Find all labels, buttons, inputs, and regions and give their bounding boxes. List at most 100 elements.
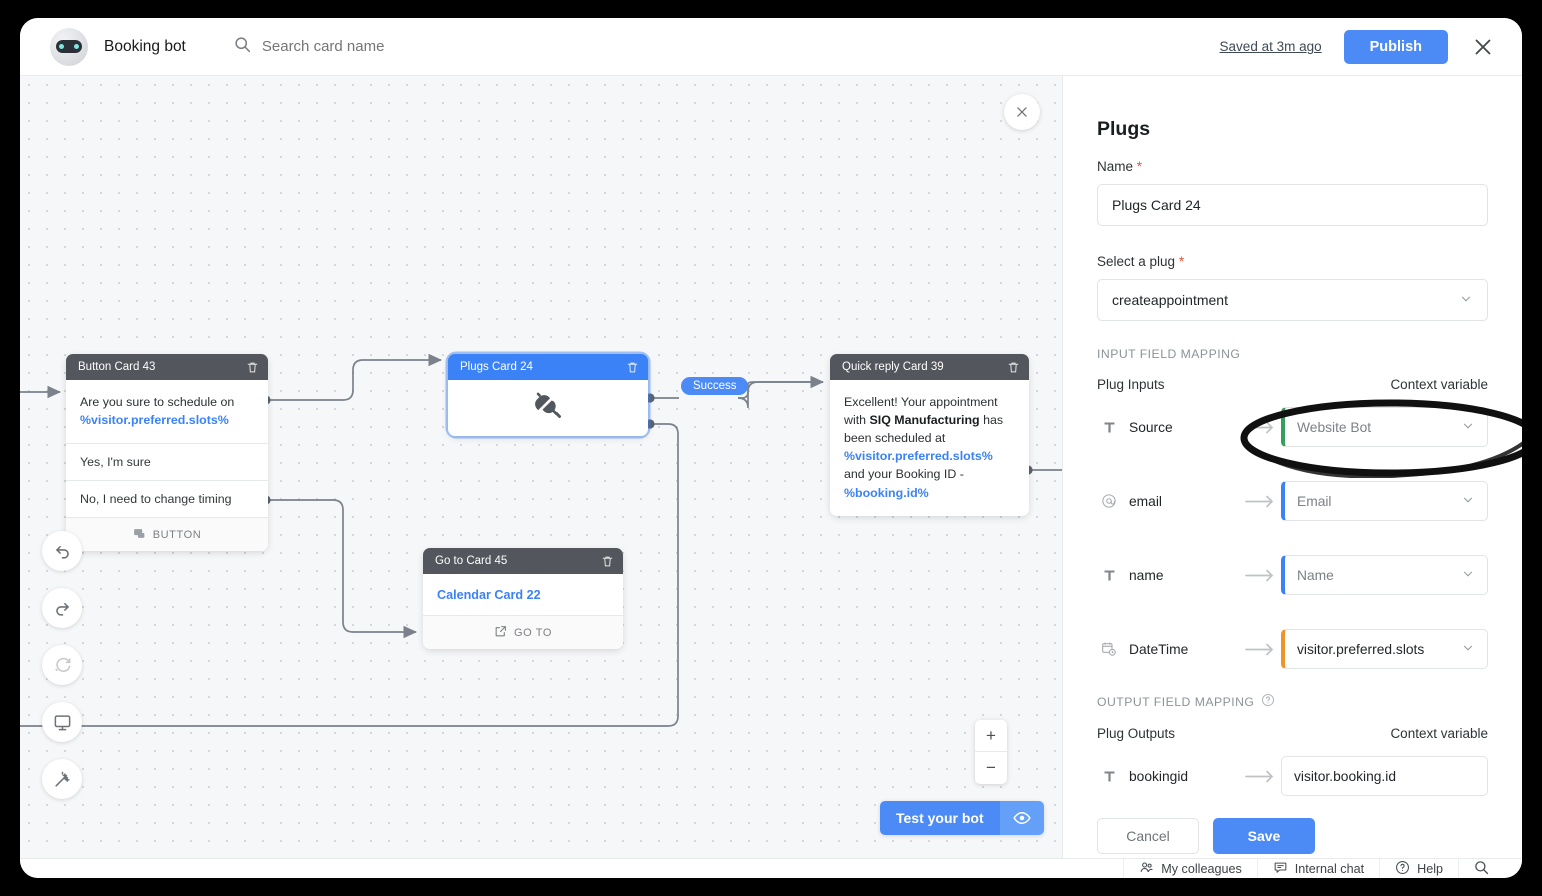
chevron-down-icon [1459,292,1473,309]
plug-inputs-label: Plug Inputs [1097,377,1165,392]
message-text: and your Booking ID - [844,467,964,482]
my-colleagues-button[interactable]: My colleagues [1123,858,1257,878]
search-box[interactable] [234,36,582,58]
context-variable-label: Context variable [1390,726,1488,741]
arrow-right-icon [1239,770,1281,783]
input-field-name: name [1129,567,1164,583]
people-icon [1139,860,1154,878]
flow-card-quick-reply[interactable]: Quick reply Card 39 Excellent! Your appo… [830,354,1029,516]
context-variable-select-email[interactable]: Email [1281,481,1488,521]
success-label: Success [681,377,749,395]
card-header: Go to Card 45 [423,548,623,574]
context-variable-select-name[interactable]: Name [1281,555,1488,595]
card-body: Are you sure to schedule on %visitor.pre… [66,380,268,552]
canvas-close-icon[interactable] [1004,94,1040,130]
arrow-right-icon [1239,495,1281,508]
input-map-row-email: email Email [1097,481,1488,521]
card-header: Button Card 43 [66,354,268,380]
context-variable-select-datetime[interactable]: visitor.preferred.slots [1281,629,1488,669]
button-option[interactable]: Yes, I'm sure [66,443,268,480]
plug-select[interactable]: createappointment [1097,279,1488,321]
input-map-row-name: name Name [1097,555,1488,595]
message-variable: %visitor.preferred.slots% [80,413,229,428]
bot-avatar [50,27,88,66]
search-icon [234,36,251,58]
flow-connectors [20,353,1062,727]
saved-status[interactable]: Saved at 3m ago [1219,39,1322,54]
trash-icon[interactable] [1007,361,1020,374]
context-variable-label: Context variable [1390,377,1488,392]
preview-monitor-icon[interactable] [42,702,82,742]
bottom-item-label: Help [1417,861,1443,876]
context-variable-value: visitor.preferred.slots [1297,641,1425,657]
chevron-down-icon [1461,419,1475,436]
card-title: Go to Card 45 [435,555,508,567]
output-field-mapping-section: OUTPUT FIELD MAPPING [1097,693,1488,710]
flow-card-button[interactable]: Button Card 43 Are you sure to schedule … [66,354,268,552]
close-icon[interactable] [1470,34,1496,60]
card-title: Plugs Card 24 [460,361,533,373]
trash-icon[interactable] [626,361,639,374]
button-option[interactable]: No, I need to change timing [66,480,268,517]
required-marker: * [1175,254,1185,269]
datetime-icon [1097,641,1121,657]
redo-icon[interactable] [42,588,82,628]
context-variable-select-source[interactable]: Website Bot [1281,407,1488,447]
help-button[interactable]: Help [1379,858,1458,878]
search-input[interactable] [261,38,582,55]
flow-canvas[interactable]: Success Button Card 43 Are you sure to s… [20,76,1062,858]
message-bold: SIQ Manufacturing [869,413,980,428]
output-map-row-bookingid: bookingid visitor.booking.id [1097,756,1488,796]
card-title: Quick reply Card 39 [842,361,944,373]
arrow-right-icon [1239,421,1281,434]
save-button[interactable]: Save [1213,818,1315,854]
search-icon [1474,860,1489,878]
trash-icon[interactable] [601,555,614,568]
trash-icon[interactable] [246,361,259,374]
text-type-icon [1097,420,1121,435]
bottom-item-label: Internal chat [1294,861,1365,876]
card-footer-label: BUTTON [152,528,202,541]
plug-select-value: createappointment [1112,292,1228,308]
help-circle-icon[interactable] [1261,693,1275,710]
button-type-icon [133,527,146,543]
plugs-settings-panel: Plugs Name * Plugs Card 24 Select a plug… [1062,76,1522,858]
zoom-in-button[interactable]: + [975,720,1007,752]
flow-card-goto[interactable]: Go to Card 45 Calendar Card 22 GO TO [423,548,623,649]
test-bot-label: Test your bot [880,801,1000,835]
message-variable: %visitor.preferred.slots% [844,449,993,464]
text-type-icon [1097,568,1121,583]
context-variable-value: Email [1297,493,1332,509]
flow-card-plugs[interactable]: Plugs Card 24 [448,354,648,436]
internal-chat-button[interactable]: Internal chat [1256,858,1379,878]
search-button[interactable] [1458,858,1504,878]
reset-icon[interactable] [42,645,82,685]
plug-outputs-label: Plug Outputs [1097,726,1176,741]
panel-title: Plugs [1097,118,1151,140]
chevron-down-icon [1461,567,1475,584]
magic-wand-icon[interactable] [42,759,82,799]
required-marker: * [1133,159,1143,174]
card-header: Plugs Card 24 [448,354,648,380]
zoom-out-button[interactable]: − [986,758,996,777]
text-type-icon [1097,769,1121,784]
chevron-down-icon [1461,641,1475,658]
email-at-icon [1097,493,1121,509]
chevron-down-icon [1461,493,1475,510]
publish-button[interactable]: Publish [1343,29,1448,64]
goto-target-link[interactable]: Calendar Card 22 [437,588,541,602]
name-label: Name * [1097,159,1143,174]
message-text: has been scheduled at [844,413,1004,446]
output-field-name: bookingid [1129,768,1189,784]
chat-icon [1273,860,1288,878]
context-variable-value: Name [1297,567,1334,583]
card-footer-label: GO TO [513,626,553,639]
output-context-variable-input[interactable]: visitor.booking.id [1281,756,1488,796]
undo-icon[interactable] [42,531,82,571]
page-title: Booking bot [104,37,186,55]
eye-icon[interactable] [999,801,1044,835]
test-your-bot-button[interactable]: Test your bot [880,801,1044,835]
name-input[interactable]: Plugs Card 24 [1097,184,1488,226]
cancel-button[interactable]: Cancel [1097,818,1199,854]
panel-actions: Cancel Save [1097,818,1488,854]
